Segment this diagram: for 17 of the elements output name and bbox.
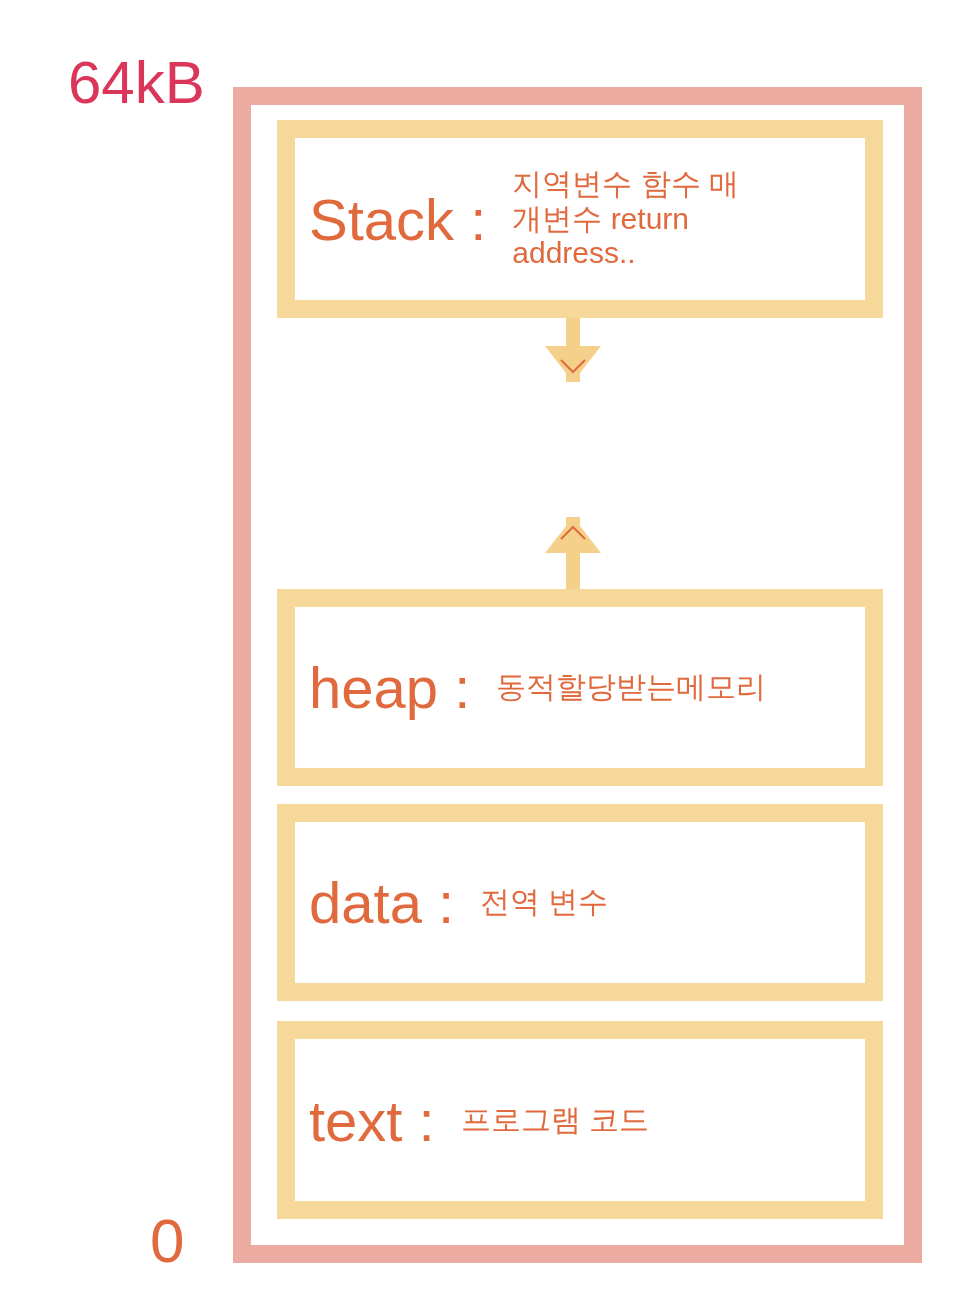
arrow: [544, 516, 602, 589]
segment-name: heap :: [309, 654, 471, 721]
memory-segment-box: [277, 120, 883, 318]
memory-segment-box: [277, 1021, 883, 1219]
segment-description: 전역 변수: [480, 885, 609, 920]
segment-name: text :: [309, 1086, 435, 1154]
segment-name: data :: [309, 869, 455, 936]
address-label: 0: [150, 1205, 185, 1276]
memory-block: [233, 87, 922, 1263]
memory-segment-box: [277, 589, 883, 786]
arrow: [544, 318, 602, 383]
address-label: 64kB: [68, 48, 205, 117]
memory-segment-box: [277, 804, 883, 1001]
segment-name: Stack :: [309, 185, 487, 253]
segment-description: 지역변수 함수 매개변수 return address..: [512, 167, 740, 271]
segment-description: 동적할당받는메모리: [496, 670, 767, 705]
segment-description: 프로그램 코드: [460, 1102, 650, 1138]
